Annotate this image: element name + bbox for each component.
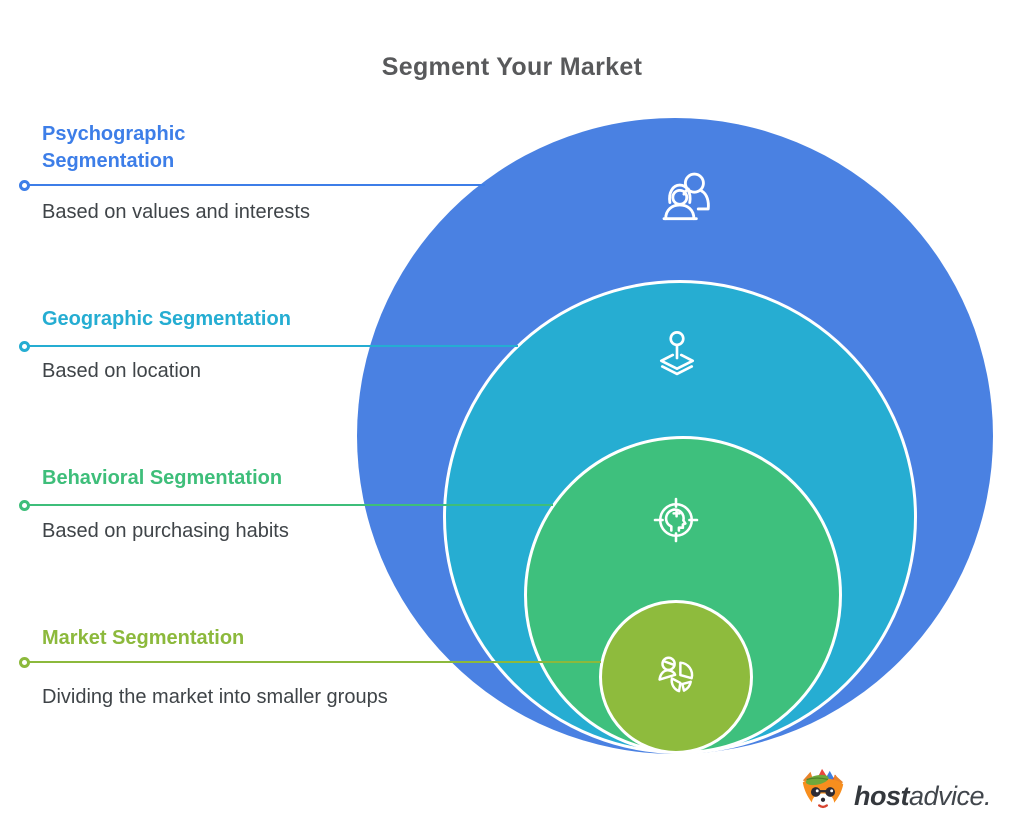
connector-line-psychographic	[25, 184, 485, 186]
logo-text-advice: advice.	[909, 780, 992, 811]
connector-dot-behavioral	[19, 500, 30, 511]
segment-description-geographic: Based on location	[42, 360, 202, 382]
hostadvice-logo[interactable]: hostadvice.	[797, 766, 992, 818]
segment-description-psychographic: Based on values and interests	[42, 201, 310, 223]
page-title: Segment Your Market	[381, 53, 643, 81]
connector-line-behavioral	[25, 504, 553, 506]
hostadvice-logo-text: hostadvice.	[854, 773, 992, 812]
segment-label-geographic: Geographic Segmentation	[42, 308, 291, 330]
connector-line-market	[25, 661, 601, 663]
connector-dot-psychographic	[19, 180, 30, 191]
logo-text-host: host	[854, 780, 910, 811]
segment-label-psychographic: Psychographic Segmentation	[42, 123, 186, 172]
connector-line-geographic	[25, 345, 518, 347]
map-layers-pin-icon	[648, 325, 706, 396]
segment-description-market: Dividing the market into smaller groups	[42, 686, 388, 708]
segment-label-behavioral: Behavioral Segmentation	[42, 467, 283, 489]
circle-market	[599, 600, 753, 754]
people-icon	[654, 167, 718, 234]
connector-dot-market	[19, 657, 30, 668]
hostadvice-fox-icon	[802, 768, 844, 812]
connector-dot-geographic	[19, 341, 30, 352]
person-pie-chart-icon	[650, 650, 704, 713]
target-head-icon	[648, 490, 704, 555]
segment-description-behavioral: Based on purchasing habits	[42, 520, 289, 542]
segment-label-market: Market Segmentation	[42, 627, 245, 649]
